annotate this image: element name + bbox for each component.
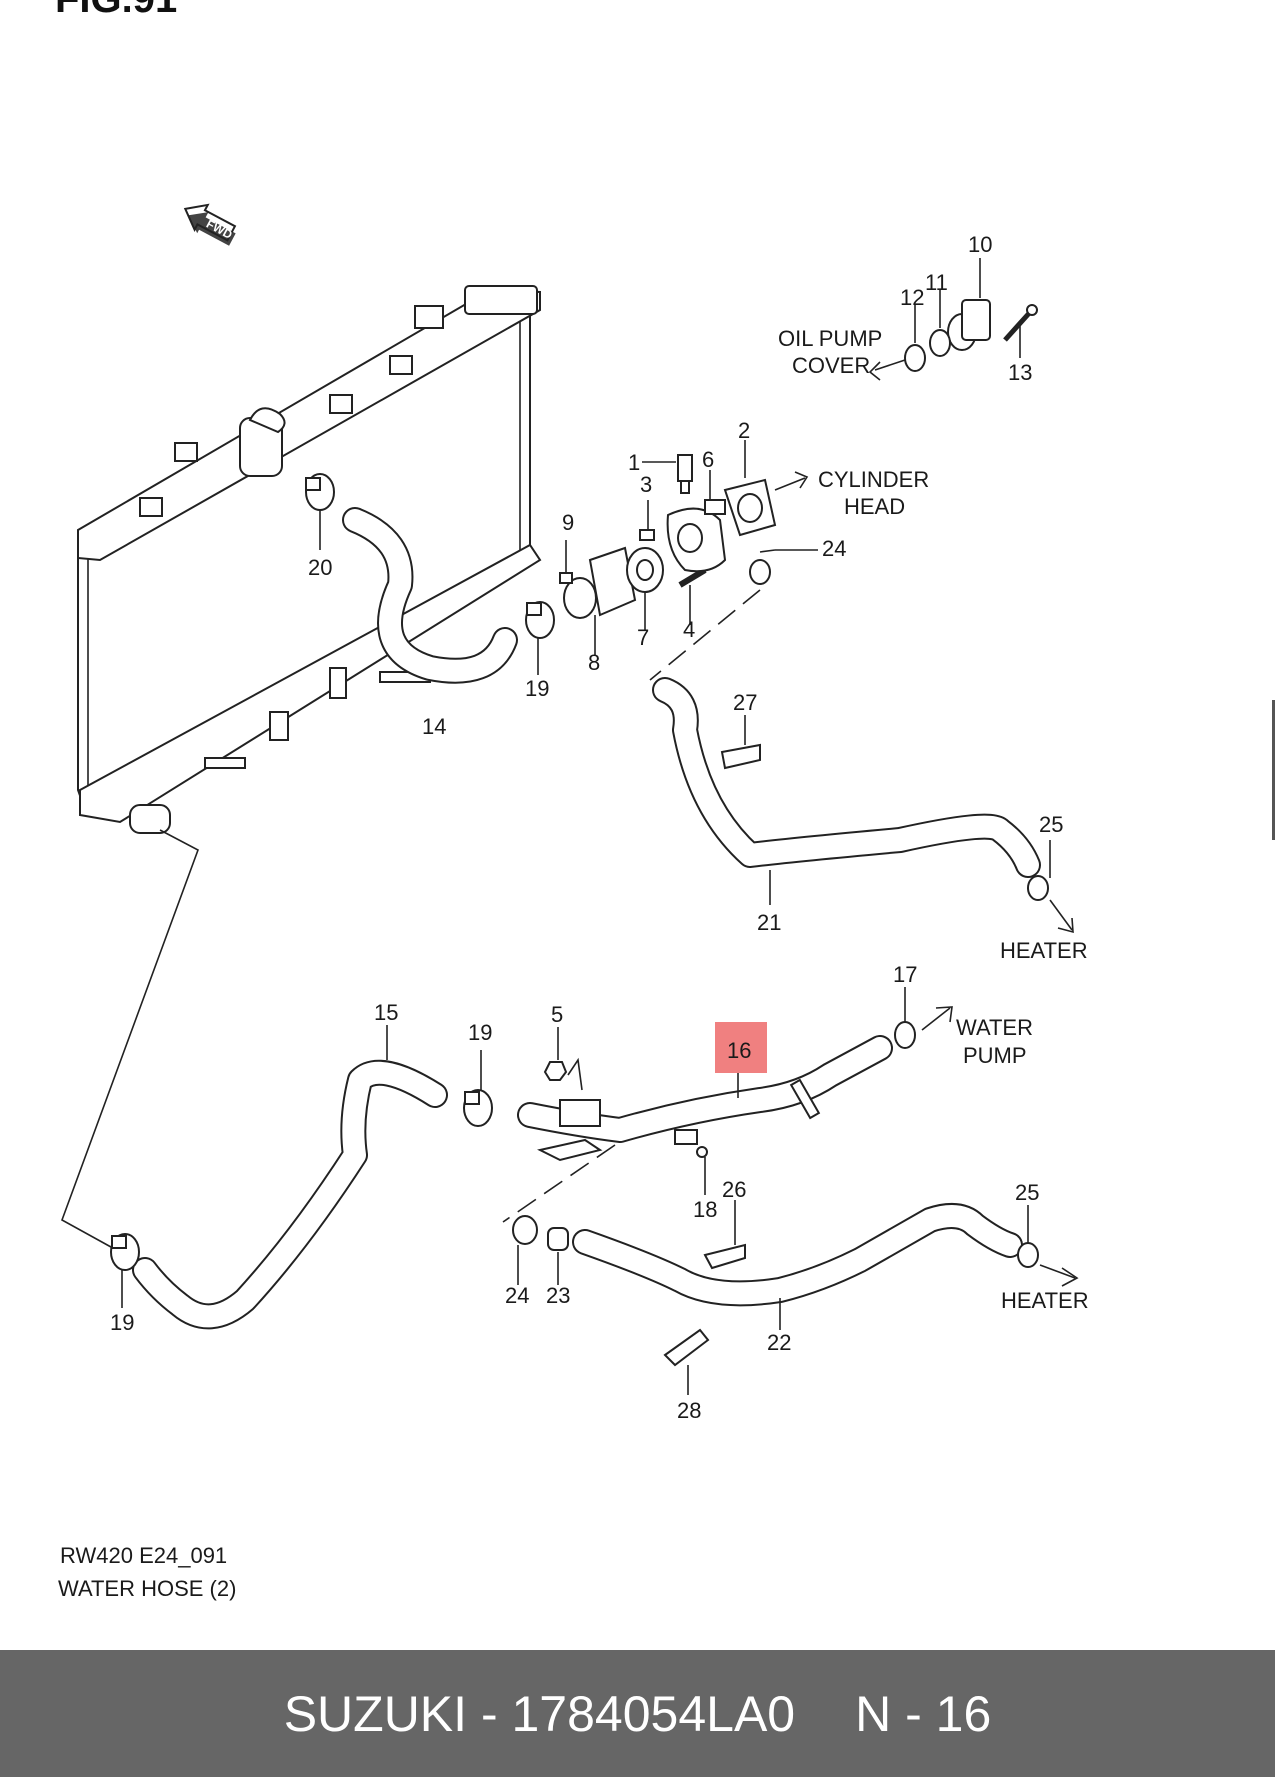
callout-18: 18 — [693, 1197, 717, 1222]
callout-21: 21 — [757, 910, 781, 935]
hose-22 — [572, 1203, 1023, 1307]
dest-oil-pump-line2: COVER — [792, 353, 870, 378]
nut-5 — [543, 1061, 568, 1081]
footer-brand-part: SUZUKI - 1784054LA0 — [283, 1685, 796, 1742]
o-ring-12 — [904, 344, 926, 372]
footer-bar: SUZUKI - 1784054LA0 N - 16 — [0, 1650, 1275, 1777]
arrow-heater-lower-icon — [1039, 1264, 1079, 1287]
figure-label: FIG.91 — [55, 0, 177, 21]
highlight-box — [715, 1022, 767, 1073]
callout-23: 23 — [546, 1283, 570, 1308]
diagram-code: RW420 E24_091 — [60, 1543, 227, 1568]
arrow-oil-pump-cover-icon — [868, 359, 906, 381]
callout-25-lower: 25 — [1015, 1180, 1039, 1205]
callout-26: 26 — [722, 1177, 746, 1202]
clamp-20 — [305, 473, 335, 511]
sensor-1 — [677, 454, 693, 494]
arrow-water-pump-icon — [921, 1006, 953, 1031]
clamp-24-upper — [749, 559, 771, 585]
clamp-24-lower — [512, 1215, 538, 1245]
hose-21 — [652, 677, 1041, 878]
dest-heater-upper: HEATER — [1000, 938, 1088, 963]
callout-19-middle: 19 — [468, 1020, 492, 1045]
callout-9: 9 — [562, 510, 574, 535]
callout-1: 1 — [628, 450, 640, 475]
callout-28: 28 — [677, 1398, 701, 1423]
bolt-9 — [559, 540, 573, 584]
hose-14 — [342, 507, 518, 684]
callout-10: 10 — [968, 232, 992, 257]
water-inlet-10 — [947, 299, 991, 351]
clamp-19-upper — [525, 601, 555, 639]
callout-11: 11 — [925, 270, 948, 295]
fwd-arrow-icon: FWD — [183, 203, 237, 246]
clamp-27 — [720, 743, 761, 770]
bolt-13 — [1003, 304, 1038, 342]
dest-water-pump-line2: PUMP — [963, 1043, 1027, 1068]
clamp-25-lower — [1017, 1242, 1039, 1268]
callout-14: 14 — [422, 714, 446, 739]
thermostat-cap-8 — [563, 546, 637, 619]
hose-15 — [132, 1059, 448, 1330]
clamp-26 — [703, 1243, 746, 1270]
stud-4 — [678, 567, 707, 588]
callout-24-upper: 24 — [822, 536, 846, 561]
dest-heater-lower: HEATER — [1001, 1288, 1089, 1313]
diagram-title: WATER HOSE (2) — [58, 1576, 236, 1601]
clamp-25-upper — [1027, 875, 1049, 901]
radiator — [77, 285, 542, 834]
callout-19-upper: 19 — [525, 676, 549, 701]
callout-3: 3 — [640, 472, 652, 497]
bolt-3 — [639, 500, 655, 541]
callout-4: 4 — [683, 617, 695, 642]
callout-25-upper: 25 — [1039, 812, 1063, 837]
clamp-28 — [663, 1328, 710, 1367]
callout-22: 22 — [767, 1330, 791, 1355]
footer-ref: N - 16 — [855, 1685, 992, 1742]
thermostat-housing-6 — [666, 499, 727, 573]
water-pipe-16 — [517, 1035, 893, 1162]
o-ring-17 — [894, 1021, 916, 1049]
callout-16: 16 — [727, 1038, 751, 1063]
bolt-18 — [696, 1146, 708, 1158]
callout-27: 27 — [733, 690, 757, 715]
arrow-cylinder-head-icon — [774, 471, 809, 491]
callout-5: 5 — [551, 1002, 563, 1027]
dest-water-pump-line1: WATER — [956, 1015, 1033, 1040]
sleeve-23 — [547, 1227, 569, 1251]
callout-19-lower: 19 — [110, 1310, 134, 1335]
callout-17: 17 — [893, 962, 917, 987]
right-edge-tab — [1272, 700, 1275, 840]
arrow-heater-upper-icon — [1049, 899, 1074, 934]
callout-12: 12 — [900, 285, 924, 310]
callout-2: 2 — [738, 418, 750, 443]
dest-oil-pump-line1: OIL PUMP — [778, 326, 882, 351]
dest-cylinder-head-line1: CYLINDER — [818, 467, 929, 492]
callout-24-lower: 24 — [505, 1283, 529, 1308]
dest-cylinder-head-line2: HEAD — [844, 494, 905, 519]
callout-6: 6 — [702, 447, 714, 472]
clamp-19-middle — [463, 1089, 493, 1127]
thermostat-7 — [626, 547, 664, 593]
callout-8: 8 — [588, 650, 600, 675]
callout-13: 13 — [1008, 360, 1032, 385]
parts-diagram: FIG.91 FWD — [55, 0, 1089, 1601]
callout-7: 7 — [637, 625, 649, 650]
clamp-19-lower — [110, 1233, 140, 1271]
callout-15: 15 — [374, 1000, 398, 1025]
callout-20: 20 — [308, 555, 332, 580]
gasket-2 — [723, 478, 777, 537]
o-ring-11 — [929, 329, 951, 357]
